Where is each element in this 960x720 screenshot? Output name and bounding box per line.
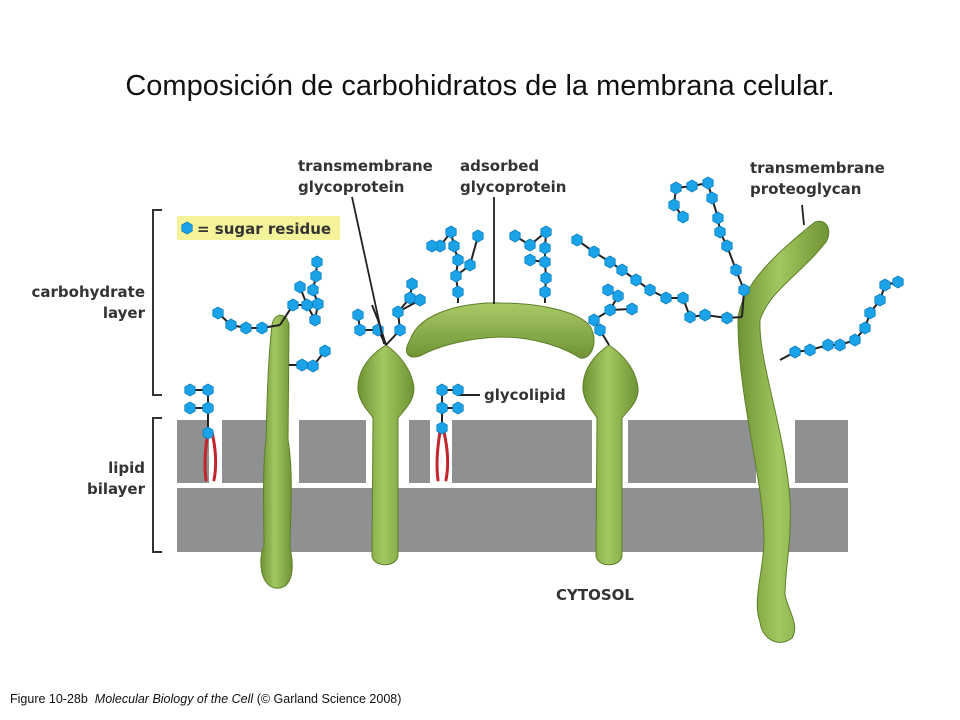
slide-title: Composición de carbohidratos de la membr… (125, 70, 835, 102)
label-lipid-bilayer-2: bilayer (87, 480, 146, 498)
layer-brackets (152, 209, 162, 553)
label-lipid-bilayer-1: lipid (108, 459, 145, 477)
left-transmembrane-protein (260, 314, 293, 589)
label-transmembrane-proteoglycan-2: proteoglycan (750, 180, 861, 198)
caption-book: Molecular Biology of the Cell (94, 692, 254, 706)
label-transmembrane-glycoprotein-1: transmembrane (298, 157, 433, 175)
sugar-residue-legend: = sugar residue (177, 216, 340, 240)
transmembrane-proteoglycan (737, 220, 830, 643)
caption-figure: Figure 10-28b (10, 692, 88, 706)
sugar-residue-label: = sugar residue (197, 220, 331, 238)
label-carbohydrate-layer-2: layer (103, 304, 146, 322)
label-carbohydrate-layer-1: carbohydrate (31, 283, 145, 301)
transmembrane-glycoprotein (357, 344, 415, 566)
adsorbed-glycoprotein (406, 302, 595, 359)
leader-lines (351, 196, 805, 345)
label-cytosol: CYTOSOL (556, 586, 634, 604)
label-transmembrane-glycoprotein-2: glycoprotein (298, 178, 404, 196)
label-adsorbed-glycoprotein-2: glycoprotein (460, 178, 566, 196)
figure-caption: Figure 10-28b Molecular Biology of the C… (10, 692, 401, 706)
label-adsorbed-glycoprotein-1: adsorbed (460, 157, 539, 175)
sugar-residues (184, 176, 904, 440)
label-transmembrane-proteoglycan-1: transmembrane (750, 159, 885, 177)
label-glycolipid: glycolipid (484, 386, 566, 404)
right-glycoprotein (582, 344, 639, 566)
sugar-residue-icon (181, 221, 193, 235)
caption-credit: (© Garland Science 2008) (256, 692, 402, 706)
